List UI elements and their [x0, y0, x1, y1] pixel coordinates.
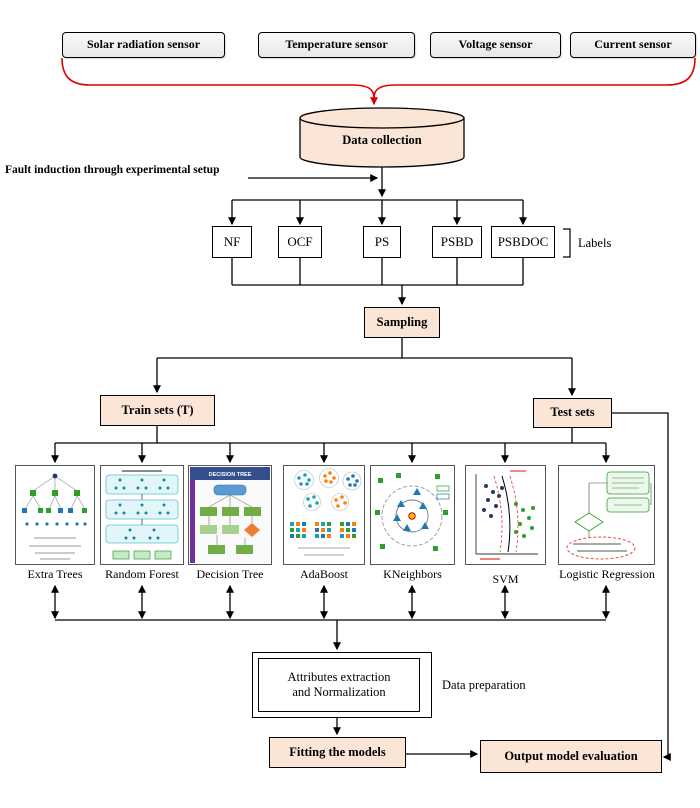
decision-tree-thumb-header — [190, 467, 270, 480]
train-sets-box: Train sets (T) — [100, 395, 215, 426]
fitting-models-label: Fitting the models — [289, 744, 386, 759]
data-preparation-label: Data preparation — [442, 678, 526, 692]
sensor-voltage: Voltage sensor — [430, 32, 561, 58]
sensor-solar-radiation: Solar radiation sensor — [62, 32, 225, 58]
labels-bracket — [563, 228, 571, 258]
model-label-decision-tree: Decision Tree — [196, 567, 264, 581]
class-box-nf: NF — [212, 226, 252, 258]
attributes-box: Attributes extraction and Normalization — [258, 658, 420, 712]
random-forest-thumbnail — [100, 465, 184, 565]
sensor-current-label: Current sensor — [594, 37, 672, 52]
model-label-adaboost: AdaBoost — [300, 567, 348, 581]
model-label-random-forest: Random Forest — [105, 567, 179, 581]
class-psbd-label: PSBD — [440, 233, 474, 249]
test-sets-label: Test sets — [550, 405, 595, 420]
flow-arrows — [51, 167, 671, 761]
class-psbdoc-label: PSBDOC — [497, 233, 549, 249]
decision-tree-thumb-title: DECISION TREE — [209, 472, 252, 478]
class-box-psbdoc: PSBDOC — [491, 226, 555, 258]
sensor-temperature: Temperature sensor — [258, 32, 415, 58]
sampling-label: Sampling — [376, 314, 428, 329]
class-box-ocf: OCF — [278, 226, 322, 258]
train-sets-label: Train sets (T) — [121, 402, 194, 417]
fault-induction-label: Fault induction through experimental set… — [5, 164, 220, 176]
class-box-psbd: PSBD — [432, 226, 482, 258]
svm-thumbnail — [465, 465, 546, 565]
model-label-kneighbors: KNeighbors — [383, 567, 442, 581]
data-collection-cylinder — [299, 107, 465, 168]
model-label-logistic-regression: Logistic Regression — [559, 567, 655, 581]
sensors-brace — [61, 57, 696, 106]
sampling-box: Sampling — [364, 307, 440, 338]
class-box-ps: PS — [363, 226, 401, 258]
data-collection-label: Data collection — [342, 133, 422, 147]
logistic-regression-thumbnail — [558, 465, 655, 565]
class-nf-label: NF — [223, 233, 241, 249]
sensor-temperature-label: Temperature sensor — [285, 37, 388, 52]
attributes-box-line1: Attributes extraction — [287, 670, 391, 684]
labels-bracket-label: Labels — [578, 236, 612, 250]
class-ocf-label: OCF — [287, 233, 313, 249]
extra-trees-thumbnail — [15, 465, 95, 565]
test-sets-box: Test sets — [533, 398, 612, 428]
output-evaluation-box: Output model evaluation — [480, 740, 662, 773]
attributes-box-line2: and Normalization — [292, 685, 386, 699]
model-label-extra-trees: Extra Trees — [27, 567, 83, 581]
output-evaluation-label: Output model evaluation — [504, 748, 638, 763]
fitting-models-box: Fitting the models — [269, 737, 406, 768]
model-label-svm: SVM — [492, 572, 519, 586]
kneighbors-thumbnail — [370, 465, 455, 565]
sensor-solar-radiation-label: Solar radiation sensor — [86, 37, 201, 52]
decision-tree-thumbnail: DECISION TREE — [188, 465, 272, 565]
sensor-voltage-label: Voltage sensor — [458, 37, 533, 52]
class-ps-label: PS — [374, 233, 390, 249]
sensor-current: Current sensor — [570, 32, 696, 58]
adaboost-thumbnail — [283, 465, 365, 565]
